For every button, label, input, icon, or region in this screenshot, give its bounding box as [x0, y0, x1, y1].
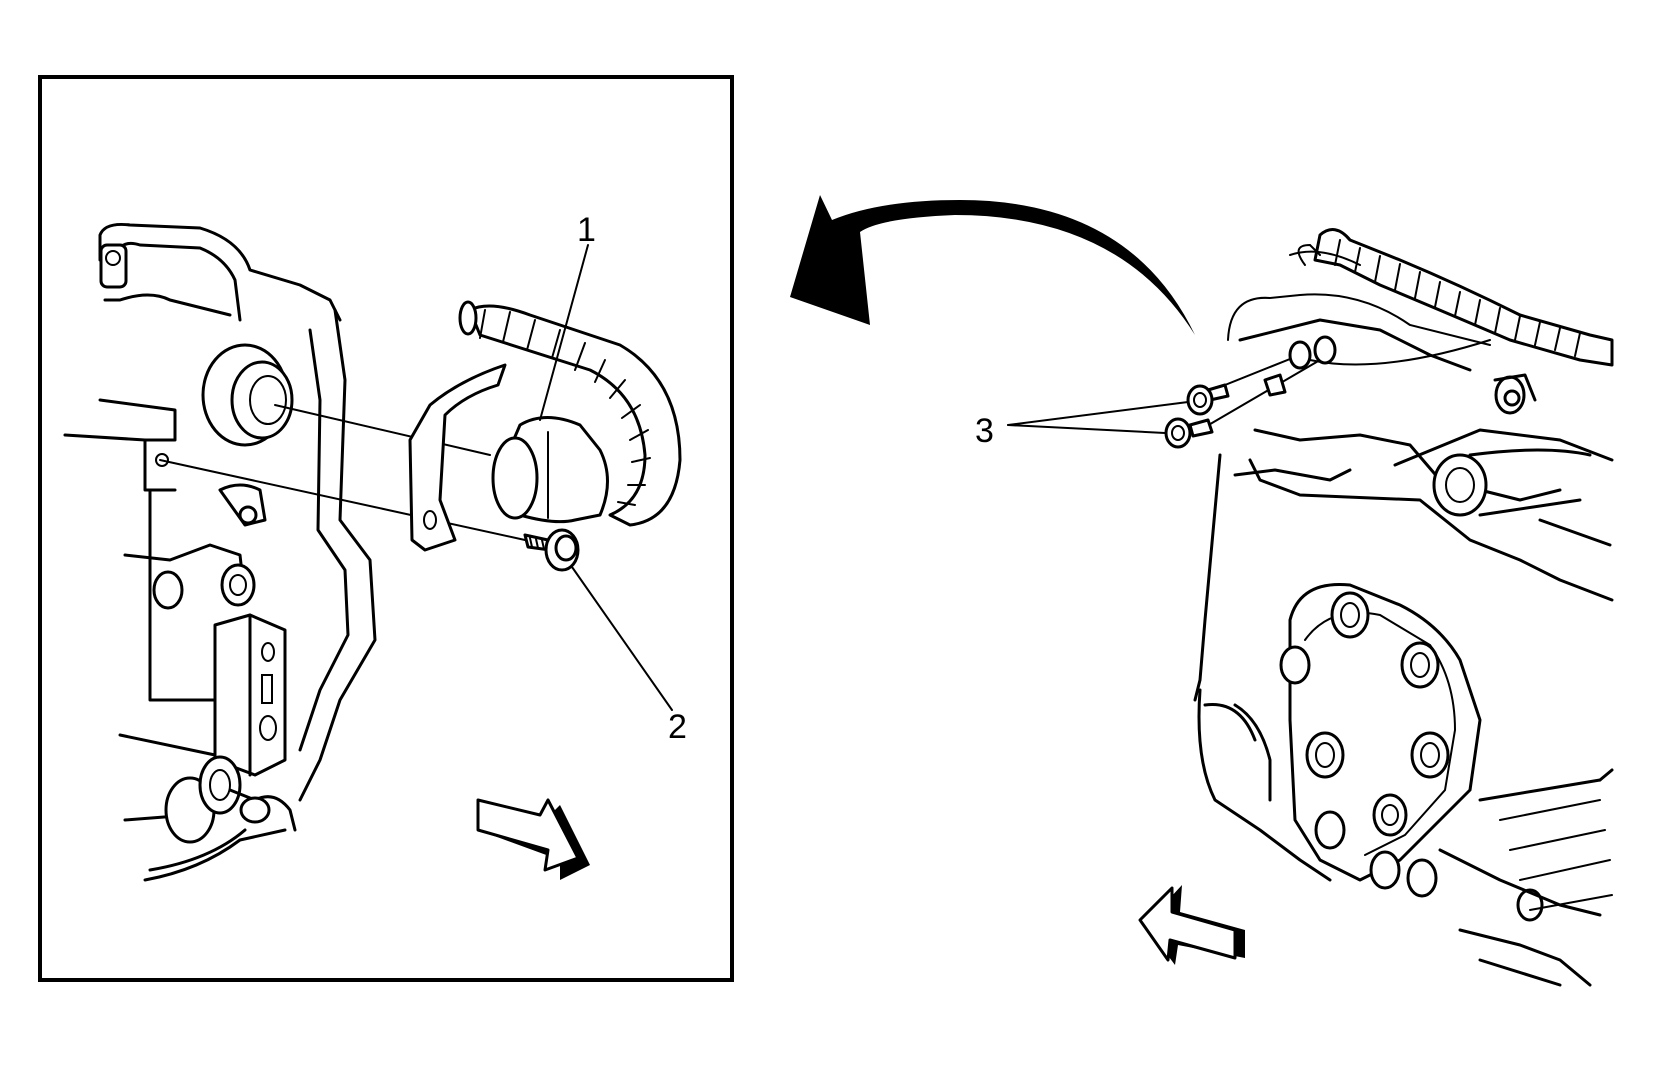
sensor-bolt	[523, 528, 580, 572]
knock-sensor	[458, 300, 682, 527]
callout-3: 3	[975, 412, 994, 450]
leader-line-1	[539, 244, 589, 421]
front-direction-arrow-icon	[1138, 885, 1245, 965]
sensor-bracket	[408, 363, 507, 552]
callout-1: 1	[577, 211, 596, 249]
callout-2: 2	[668, 708, 687, 746]
curved-arrow-icon	[790, 195, 1195, 335]
alignment-line-sensor	[274, 404, 491, 456]
alignment-line-bolt	[159, 459, 526, 541]
front-direction-arrow-icon	[476, 798, 590, 880]
sensor-bolts-pair	[1164, 335, 1337, 449]
leader-line-3b	[1007, 424, 1166, 434]
engine-overview	[1193, 228, 1614, 987]
leader-line-2	[571, 566, 673, 711]
leader-line-3a	[1007, 401, 1189, 426]
engine-block-detail	[63, 223, 377, 882]
detail-view-frame	[38, 75, 734, 982]
